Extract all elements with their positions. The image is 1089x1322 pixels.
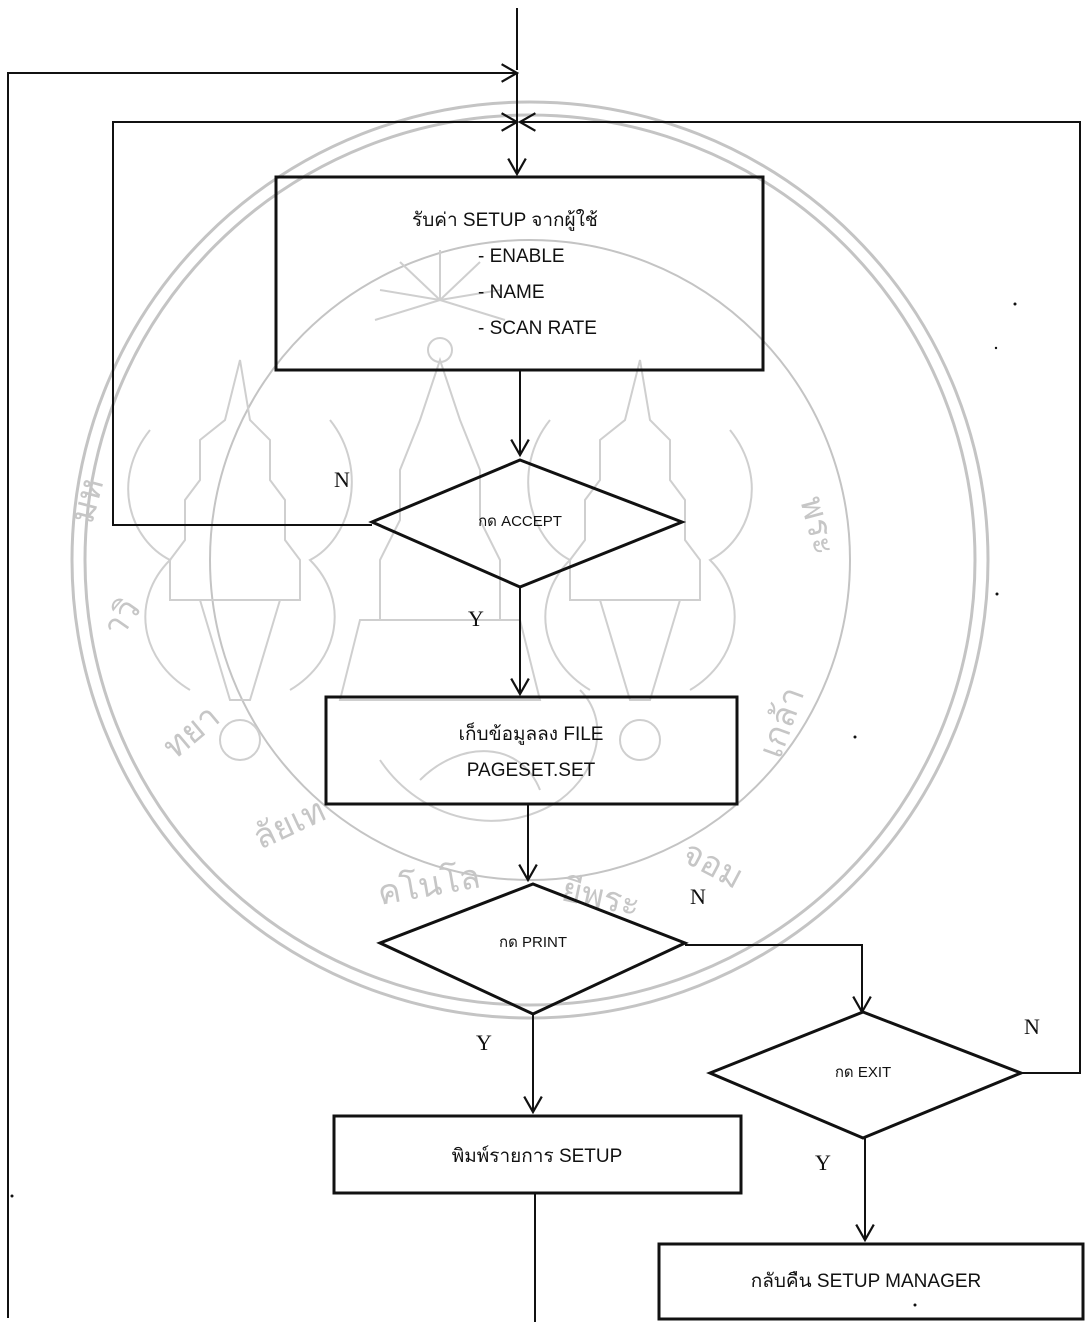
exit-decision-diamond — [706, 1010, 1026, 1140]
print-decision-label: กด PRINT — [499, 934, 567, 951]
loop-connector-accept-no — [112, 112, 520, 526]
loop-connector-print-return — [7, 63, 520, 1318]
accept-decision-label: กด ACCEPT — [478, 513, 562, 530]
edge-label-accept-yes: Y — [468, 606, 484, 631]
save-file-box — [324, 695, 739, 806]
save-file-line2: PAGESET.SET — [467, 760, 596, 781]
print-setup-label: พิมพ์รายการ SETUP — [452, 1145, 623, 1167]
setup-input-item: - NAME — [478, 282, 545, 303]
return-manager-label: กลับคืน SETUP MANAGER — [751, 1271, 982, 1292]
edge-label-accept-no: N — [334, 467, 350, 492]
edge-label-print-yes: Y — [476, 1030, 492, 1055]
exit-decision-label: กด EXIT — [835, 1064, 891, 1081]
edge-label-exit-no: N — [1024, 1014, 1040, 1039]
edge-label-print-no: N — [690, 884, 706, 909]
setup-input-item: - ENABLE — [478, 246, 565, 267]
return-manager-box — [657, 1242, 1085, 1321]
loop-connector-exit-no — [517, 112, 1081, 1074]
save-file-line1: เก็บข้อมูลลง FILE — [459, 721, 604, 745]
setup-input-item: - SCAN RATE — [478, 318, 597, 339]
setup-input-title: รับค่า SETUP จากผู้ใช้ — [412, 209, 598, 231]
setup-input-box — [274, 175, 765, 372]
edge-label-exit-yes: Y — [815, 1150, 831, 1175]
connector-print-no — [685, 944, 872, 1015]
print-setup-box — [332, 1114, 743, 1195]
